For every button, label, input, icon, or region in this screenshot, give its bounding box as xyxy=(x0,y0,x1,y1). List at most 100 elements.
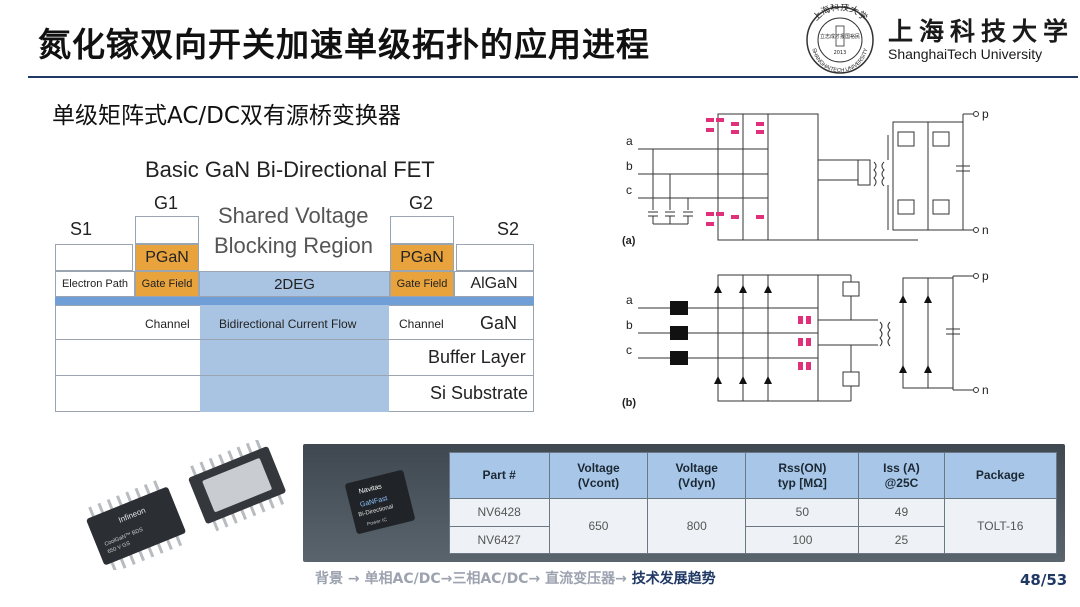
diode-icon xyxy=(739,376,747,384)
university-name-en: ShanghaiTech University xyxy=(888,46,1043,62)
bidirectional-switch-icon xyxy=(731,122,739,126)
pgan-right: PGaN xyxy=(390,244,454,271)
shared-voltage-line1: Shared Voltage xyxy=(218,203,369,228)
bidirectional-switch-icon xyxy=(731,130,739,134)
bidirectional-channel-region xyxy=(200,305,389,412)
inductor-b-icon xyxy=(670,326,688,340)
gate-field-left: Gate Field xyxy=(135,271,199,297)
bidirectional-flow-label: Bidirectional Current Flow xyxy=(219,317,357,331)
mosfet-icon xyxy=(932,199,950,215)
pgan-left: PGaN xyxy=(135,244,199,271)
gate-field-right: Gate Field xyxy=(390,271,454,297)
slide-title: 氮化镓双向开关加速单级拓扑的应用进程 xyxy=(38,25,650,64)
diode-icon xyxy=(924,365,932,373)
header-part-text: Part # xyxy=(482,468,516,483)
slide-subtitle: 单级矩阵式AC/DC双有源桥变换器 xyxy=(52,103,401,129)
header-part: Part # xyxy=(448,451,550,500)
bidirectional-switch-icon xyxy=(706,118,714,122)
node-b-label-2: b xyxy=(626,318,633,332)
bidirectional-switch-icon xyxy=(706,222,714,226)
mosfet-icon xyxy=(897,199,915,215)
terminal-icon xyxy=(973,273,979,279)
inductor-c-icon xyxy=(670,351,688,365)
bidirectional-switch-icon xyxy=(806,316,811,324)
terminal-icon xyxy=(973,111,979,117)
header-vcont: Voltage(Vcont) xyxy=(548,451,649,500)
footer-nav-background[interactable]: 背景 xyxy=(315,571,343,587)
header-rss: Rss(ON)typ [MΩ] xyxy=(745,451,860,500)
seal-left-text: 立志成才 xyxy=(820,33,840,40)
footer-nav-current[interactable]: 技术发展趋势 xyxy=(631,571,716,587)
header-iss: Iss (A)@25C xyxy=(858,451,945,500)
navitas-chip-icon: Navitas GaNFast Bi-Directional Power IC xyxy=(344,469,415,534)
footer-arrow: → xyxy=(528,571,541,587)
node-n-label-2: n xyxy=(982,383,989,397)
bidirectional-switch-icon xyxy=(706,212,714,216)
circuit-a-label: (a) xyxy=(622,235,636,247)
mosfet-icon xyxy=(842,371,860,387)
node-a-label-2: a xyxy=(626,293,633,307)
gan-figure-title: Basic GaN Bi-Directional FET xyxy=(145,157,435,182)
header-iss-line2: @25C xyxy=(884,475,919,490)
mosfet-icon xyxy=(932,131,950,147)
spec-table-panel: Navitas GaNFast Bi-Directional Power IC … xyxy=(303,444,1065,562)
diode-icon xyxy=(764,285,772,293)
bidirectional-switch-icon xyxy=(756,122,764,126)
header-package-text: Package xyxy=(975,468,1025,483)
bidirectional-switch-icon xyxy=(798,316,803,324)
g1-metal xyxy=(135,216,199,244)
footer-breadcrumb: 背景 → 单相AC/DC→三相AC/DC→ 直流变压器→ 技术发展趋势 xyxy=(315,568,716,588)
channel-right-label: Channel xyxy=(399,317,444,331)
circuit-b-label: (b) xyxy=(622,397,636,409)
node-c-label-2: c xyxy=(626,343,632,357)
buffer-layer-label: Buffer Layer xyxy=(428,347,526,367)
inductor-a-icon xyxy=(670,301,688,315)
node-p-label-2: p xyxy=(982,269,989,283)
header-iss-line1: Iss (A) xyxy=(883,460,920,475)
seal-right-text: 报国裕民 xyxy=(840,33,860,40)
cell-vcont: 650 xyxy=(548,498,649,554)
spec-table: Navitas GaNFast Bi-Directional Power IC … xyxy=(311,451,1058,555)
footer-nav-three-phase[interactable]: 三相AC/DC xyxy=(452,571,529,587)
bidirectional-switch-icon xyxy=(716,212,724,216)
bidirectional-switch-icon xyxy=(706,128,714,132)
s1-label: S1 xyxy=(70,219,93,239)
twodeg-label: 2DEG xyxy=(199,271,390,297)
twodeg-strip xyxy=(55,297,534,305)
cell-iss: 25 xyxy=(858,525,945,555)
diode-icon xyxy=(714,376,722,384)
gan-label: GaN xyxy=(480,313,518,333)
footer-nav-dc-transformer[interactable]: 直流变压器 xyxy=(545,571,616,587)
title-divider xyxy=(28,76,1078,78)
cell-iss: 49 xyxy=(858,498,945,527)
cell-package: TOLT-16 xyxy=(943,498,1058,554)
footer-nav-single-phase[interactable]: 单相AC/DC xyxy=(364,571,441,587)
cell-rss: 100 xyxy=(745,525,860,555)
footer-arrow: → xyxy=(615,571,627,587)
s1-contact xyxy=(55,244,133,271)
navitas-line3-text: Power IC xyxy=(366,516,388,527)
layer-divider xyxy=(55,339,534,340)
diode-icon xyxy=(714,285,722,293)
terminal-icon xyxy=(973,227,979,233)
cell-vdyn: 800 xyxy=(647,498,747,554)
s2-label: S2 xyxy=(497,219,520,239)
layer-divider xyxy=(55,375,534,376)
table-row: NV6428 650 800 50 49 TOLT-16 xyxy=(311,498,1058,554)
cell-part: NV6427 xyxy=(448,525,550,555)
bidirectional-switch-icon xyxy=(731,215,739,219)
header-vdyn: Voltage(Vdyn) xyxy=(647,451,747,500)
terminal-icon xyxy=(973,387,979,393)
bidirectional-switch-icon xyxy=(798,362,803,370)
diode-icon xyxy=(739,285,747,293)
university-seal-icon: 上海科技大学 SHANGHAITECH UNIVERSITY 立志成才 报国裕民… xyxy=(806,4,874,74)
header-vdyn-line2: (Vdyn) xyxy=(678,475,716,490)
electron-path-label: Electron Path xyxy=(55,271,135,297)
g2-label: G2 xyxy=(409,193,434,213)
university-name-cn: 上海科技大学 xyxy=(888,17,1075,46)
si-substrate-label: Si Substrate xyxy=(430,383,529,403)
node-b-label-1: b xyxy=(626,159,633,173)
header-rss-line2: typ [MΩ] xyxy=(777,475,827,490)
bidirectional-switch-icon xyxy=(756,130,764,134)
diode-icon xyxy=(899,295,907,303)
